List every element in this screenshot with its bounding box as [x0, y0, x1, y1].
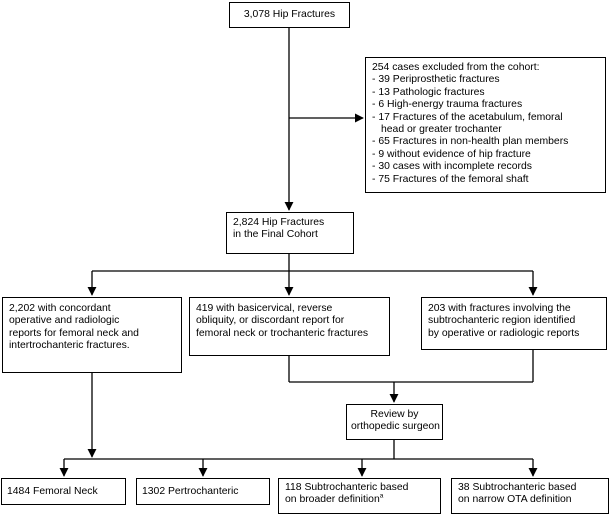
box-final-cohort: 2,824 Hip Fractures in the Final Cohort [226, 212, 354, 254]
excluded-item-continued: head or greater trochanter [381, 124, 502, 136]
footnote-marker: a [379, 492, 384, 500]
review-line-1: Review by [370, 409, 419, 420]
review-line-2: orthopedic surgeon [351, 421, 440, 433]
excluded-item: - 13 Pathologic fractures [372, 86, 485, 98]
excluded-item: - 75 Fractures of the femoral shaft [372, 173, 529, 185]
broad-line-1: 118 Subtrochanteric based [285, 482, 409, 493]
box-subtroch-narrow: 38 Subtrochanteric based on narrow OTA d… [451, 478, 609, 514]
subtroch-line: 203 with fractures involving the [428, 303, 571, 314]
excluded-item: - 6 High-energy trauma fractures [372, 99, 523, 111]
excluded-item: - 39 Periprosthetic fractures [372, 74, 500, 86]
box-surgeon-review: Review by orthopedic surgeon [346, 404, 443, 440]
discordant-line: obliquity, or discordant report for [196, 315, 345, 327]
box-pertrochanteric: 1302 Pertrochanteric [136, 478, 270, 505]
box-femoral-neck: 1484 Femoral Neck [1, 478, 126, 505]
box-discordant-reports: 419 with basicervical, reverse obliquity… [189, 297, 390, 356]
box-subtrochanteric-region: 203 with fractures involving the subtroc… [421, 297, 607, 350]
box-total-fractures: 3,078 Hip Fractures [229, 2, 350, 28]
excluded-item: - 30 cases with incomplete records [372, 161, 532, 173]
discordant-line: femoral neck or trochanteric fractures [196, 327, 369, 339]
concordant-line: operative and radiologic [9, 315, 120, 327]
discordant-line: 419 with basicervical, reverse [196, 303, 333, 314]
concordant-line: 2,202 with concordant [9, 303, 111, 314]
cohort-line-1: 2,824 Hip Fractures [233, 217, 325, 228]
pertrochanteric-text: 1302 Pertrochanteric [142, 486, 239, 497]
concordant-line: intertrochanteric fractures. [9, 340, 130, 352]
broad-line-2: on broader definition [285, 494, 380, 506]
subtroch-line: by operative or radiologic reports [428, 327, 580, 339]
concordant-line: reports for femoral neck and [9, 327, 139, 339]
narrow-line-2: on narrow OTA definition [458, 494, 572, 506]
box-excluded-cases: 254 cases excluded from the cohort: - 39… [365, 57, 606, 193]
narrow-line-1: 38 Subtrochanteric based [458, 482, 577, 493]
excluded-header: 254 cases excluded from the cohort: [372, 62, 540, 73]
cohort-line-2: in the Final Cohort [233, 229, 318, 241]
box-subtroch-broad: 118 Subtrochanteric based on broader def… [278, 478, 441, 514]
femoral-neck-text: 1484 Femoral Neck [7, 486, 98, 497]
box-concordant-reports: 2,202 with concordant operative and radi… [2, 297, 182, 373]
excluded-item: - 9 without evidence of hip fracture [372, 148, 531, 160]
excluded-item: - 65 Fractures in non-health plan member… [372, 136, 569, 148]
text-total: 3,078 Hip Fractures [243, 9, 336, 20]
subtroch-line: subtrochanteric region identified [428, 315, 576, 327]
excluded-item: - 17 Fractures of the acetabulum, femora… [372, 111, 563, 123]
